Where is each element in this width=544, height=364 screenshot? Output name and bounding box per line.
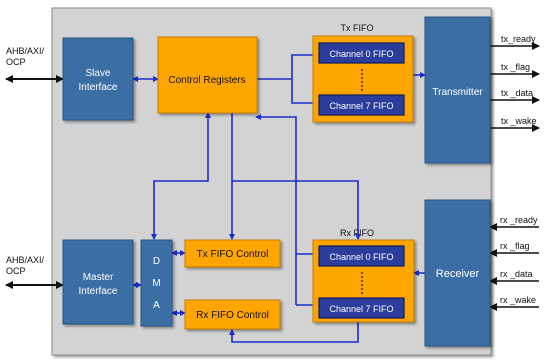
control-registers-label: Control Registers bbox=[168, 75, 245, 86]
rx-channel-0 bbox=[318, 245, 405, 267]
dma-label-a: A bbox=[153, 300, 160, 311]
tx-signal-label: tx _flag bbox=[501, 62, 530, 72]
rx-channel-7 bbox=[318, 297, 405, 319]
connector-rxfifo-rxctl bbox=[229, 322, 359, 343]
rx-fifo-title: Rx FIFO bbox=[340, 228, 374, 238]
transmitter-block[interactable]: Transmitter bbox=[424, 16, 491, 164]
tx-fifo-control-label: Tx FIFO Control bbox=[197, 249, 269, 260]
connectors bbox=[132, 52, 426, 343]
tx-signal-arrows bbox=[490, 42, 540, 132]
slave-interface-label-1: Slave bbox=[85, 68, 110, 79]
tx-channel-7 bbox=[318, 94, 405, 116]
tx-fifo-block[interactable]: Tx FIFO Channel 0 FIFO Channel 7 FIFO bbox=[312, 23, 414, 123]
bus-label-top-1: AHB/AXI/ bbox=[6, 46, 45, 56]
slave-interface-label-2: Interface bbox=[79, 82, 118, 93]
rx-channel-7-label: Channel 7 FIFO bbox=[329, 304, 393, 314]
tx-fifo-control-block[interactable]: Tx FIFO Control bbox=[184, 239, 281, 268]
bus-label-top-2: OCP bbox=[6, 57, 26, 67]
rx-channel-ellipsis bbox=[361, 272, 363, 294]
tx-fifo-title: Tx FIFO bbox=[341, 23, 374, 33]
receiver-label: Receiver bbox=[436, 268, 480, 280]
receiver-block[interactable]: Receiver bbox=[424, 199, 491, 347]
connector-rx-to-txfifo bbox=[255, 114, 297, 305]
transmitter-label: Transmitter bbox=[432, 87, 483, 98]
tx-channel-7-label: Channel 7 FIFO bbox=[329, 101, 393, 111]
master-interface-block[interactable]: Master Interface bbox=[62, 239, 134, 325]
dma-label-d: D bbox=[153, 256, 160, 267]
rx-signal-label: rx _ready bbox=[500, 215, 538, 225]
bus-label-bottom-1: AHB/AXI/ bbox=[6, 255, 45, 265]
rx-channel-0-label: Channel 0 FIFO bbox=[329, 252, 393, 262]
tx-signal-label: tx _data bbox=[501, 88, 533, 98]
slave-interface-block[interactable]: Slave Interface bbox=[62, 37, 134, 121]
bus-label-bottom-2: OCP bbox=[6, 266, 26, 276]
tx-channel-0 bbox=[318, 42, 405, 64]
connector-control-dma bbox=[151, 112, 211, 240]
dma-label-m: M bbox=[152, 278, 160, 289]
tx-channel-ellipsis bbox=[361, 69, 363, 91]
tx-signal-label: tx _wake bbox=[501, 116, 537, 126]
control-registers-block[interactable]: Control Registers bbox=[157, 36, 258, 114]
tx-channel-0-label: Channel 0 FIFO bbox=[329, 49, 393, 59]
rx-signal-label: rx _flag bbox=[500, 241, 530, 251]
connector-fifoctl-rxfifo bbox=[232, 180, 361, 240]
master-interface-label-1: Master bbox=[83, 272, 114, 283]
rx-fifo-block[interactable]: Rx FIFO Channel 0 FIFO Channel 7 FIFO bbox=[312, 228, 415, 323]
master-interface-label-2: Interface bbox=[79, 286, 118, 297]
rx-signal-label: rx _data bbox=[500, 269, 533, 279]
tx-signal-label: tx_ready bbox=[501, 34, 536, 44]
rx-fifo-control-block[interactable]: Rx FIFO Control bbox=[184, 299, 281, 330]
rx-signal-arrows bbox=[489, 223, 539, 311]
rx-signal-label: rx _wake bbox=[500, 295, 536, 305]
rx-fifo-control-label: Rx FIFO Control bbox=[196, 310, 269, 321]
dma-block[interactable]: D M A bbox=[140, 239, 173, 327]
